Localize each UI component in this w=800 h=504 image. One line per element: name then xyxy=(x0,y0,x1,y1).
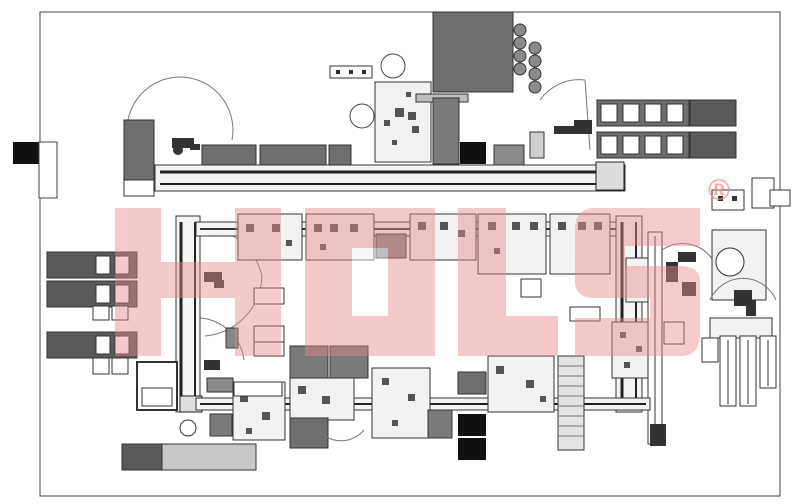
left-grey-block xyxy=(225,327,239,349)
right-machine-disc xyxy=(715,247,745,277)
top-storage-block xyxy=(432,11,514,93)
top-right-dark-block-2 xyxy=(689,131,737,159)
robot-reach-arc-top-left xyxy=(127,76,234,141)
bottom-grey-block-1 xyxy=(289,417,329,449)
machine-m2 xyxy=(305,213,375,261)
bottom-left-grey-small xyxy=(209,413,233,437)
bottom-reach-arc xyxy=(317,429,365,442)
bottom-grey-block-3 xyxy=(457,371,487,395)
bottom-dark-block-1 xyxy=(289,345,329,379)
robot-reach-arc-top-right xyxy=(539,79,591,151)
top-conveyor xyxy=(154,164,626,192)
right-station-2 xyxy=(611,321,655,379)
right-top-cabinet xyxy=(711,189,745,211)
middle-white-box-1 xyxy=(520,278,542,298)
bottom-black-block-2 xyxy=(458,438,486,460)
left-door-frame xyxy=(38,141,58,199)
bottom-black-block-1 xyxy=(458,414,486,436)
bottom-left-dark-block xyxy=(206,377,234,393)
top-tall-cabinet xyxy=(529,131,545,159)
watermark-registered-mark: ® xyxy=(708,174,730,207)
robot-right-lower xyxy=(734,290,756,316)
top-black-box xyxy=(460,142,486,164)
robot-right xyxy=(666,252,696,296)
top-drum-cluster xyxy=(513,23,542,94)
robot-top-left xyxy=(172,138,200,155)
right-side-box xyxy=(701,337,719,363)
right-edge-panel xyxy=(769,189,791,207)
right-assembly-frame xyxy=(709,317,773,339)
top-circle-marker xyxy=(380,53,406,79)
watermark xyxy=(115,208,700,356)
top-conveyor-transfer xyxy=(595,161,625,191)
machine-m1 xyxy=(237,213,303,261)
machine-b4 xyxy=(487,355,555,413)
bottom-left-dark-base xyxy=(121,443,163,471)
right-panel-box xyxy=(663,321,685,345)
robot-left-lower xyxy=(204,360,220,370)
top-circle-marker-2 xyxy=(349,103,375,129)
robot-left xyxy=(204,272,224,288)
bottom-left-disc xyxy=(179,419,197,437)
bottom-left-long-block xyxy=(161,443,257,471)
robot-reach-arc-right-lower xyxy=(709,277,777,301)
left-white-block-3 xyxy=(253,341,285,357)
left-door-dark xyxy=(13,142,39,164)
top-machine-panel xyxy=(432,97,460,165)
top-right-dark-block-1 xyxy=(689,99,737,127)
machine-b3 xyxy=(371,367,431,439)
middle-white-box-2 xyxy=(569,306,601,322)
robot-top-right xyxy=(554,120,592,134)
bottom-grey-block-2 xyxy=(427,409,453,439)
bottom-roller-conveyor xyxy=(557,355,585,451)
bottom-left-white-block xyxy=(233,381,283,397)
top-left-cabinet-base xyxy=(123,179,155,197)
machine-m3-red xyxy=(375,233,407,259)
right-vertical-conveyor xyxy=(615,215,643,413)
right-rail-end xyxy=(650,424,666,446)
top-left-cabinet xyxy=(123,119,155,181)
left-white-block-1 xyxy=(253,287,285,305)
